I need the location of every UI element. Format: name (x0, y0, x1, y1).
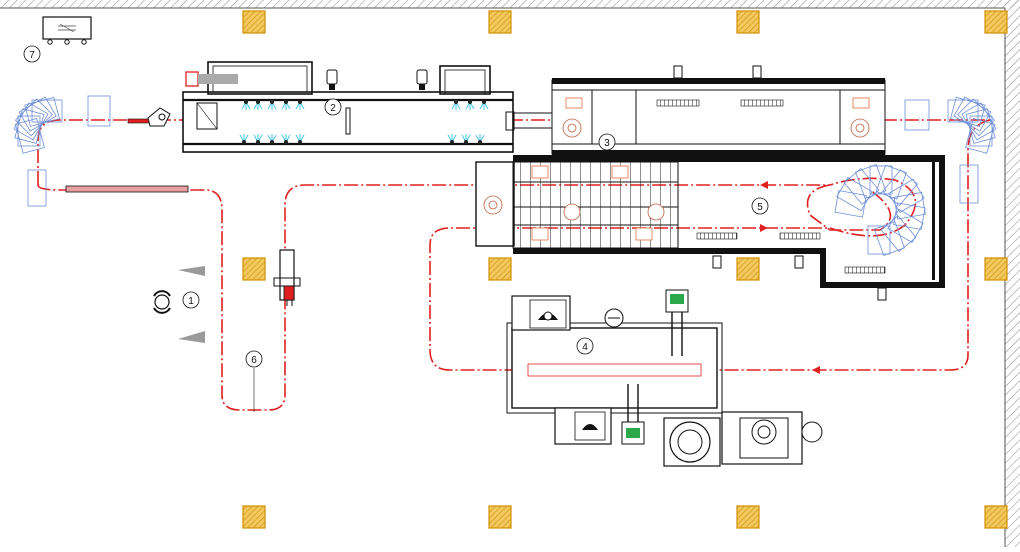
motor-icon (712, 255, 887, 301)
structural-columns (242, 10, 1008, 529)
spray-nozzle (253, 100, 263, 110)
spray-nozzle (295, 134, 305, 144)
structural-column (242, 10, 266, 34)
station-label-4: 4 (576, 337, 594, 355)
motor-icon (326, 69, 428, 90)
station-label-2: 2 (324, 98, 342, 116)
operator-figure (153, 266, 205, 343)
station-number: 5 (757, 202, 763, 213)
station-6-lift-unit (273, 249, 301, 306)
spray-nozzle (295, 100, 305, 110)
conveyor-sweep-right (904, 96, 997, 204)
conveyor-sweep-left (13, 95, 111, 207)
fan-icon (531, 165, 665, 241)
spray-nozzle (475, 134, 485, 144)
spray-nozzle (479, 100, 489, 110)
station-number: 3 (604, 138, 610, 149)
station-4-powder-booth (506, 289, 723, 445)
structural-column (736, 10, 760, 34)
station-number: 7 (29, 50, 35, 61)
structural-column (488, 505, 512, 529)
station-2-pretreatment-tunnel (182, 61, 515, 153)
structural-column (242, 505, 266, 529)
structural-column (984, 505, 1008, 529)
station-label-3: 3 (598, 133, 616, 151)
spray-nozzle-row (241, 100, 489, 110)
structural-column (736, 505, 760, 529)
station-label-1: 1 (182, 291, 200, 309)
motor-icon (673, 65, 762, 79)
structural-column (488, 10, 512, 34)
structural-column (984, 257, 1008, 281)
conveyor-path (37, 119, 991, 411)
station-number: 1 (188, 296, 194, 307)
spray-nozzle (239, 134, 249, 144)
station-label-7: 7 (23, 45, 41, 63)
spray-nozzle (281, 100, 291, 110)
structural-column (242, 257, 266, 281)
structural-column (984, 10, 1008, 34)
spray-nozzle (465, 100, 475, 110)
spray-nozzle-row (239, 134, 485, 144)
fan-icon (483, 195, 503, 215)
station-label-6: 6 (245, 350, 263, 412)
spray-nozzle (461, 134, 471, 144)
loading-conveyor (65, 107, 189, 193)
spray-nozzle (451, 100, 461, 110)
spray-nozzle (267, 134, 277, 144)
spray-nozzle (447, 134, 457, 144)
station-label-5: 5 (751, 197, 769, 215)
spray-nozzle (267, 100, 277, 110)
station-number: 4 (582, 342, 588, 353)
spray-nozzle (241, 100, 251, 110)
structural-column (736, 257, 760, 281)
conveyor-sweep-uturn (834, 164, 926, 256)
sprayer-icon (621, 289, 689, 445)
fan-icon (562, 97, 870, 138)
spray-nozzle (253, 134, 263, 144)
station-number: 2 (330, 103, 336, 114)
motor-icon (604, 308, 624, 328)
powder-recovery-unit (663, 411, 823, 467)
station-7-unit (42, 16, 92, 45)
station-number: 6 (251, 355, 257, 366)
station-5-cure-oven (475, 155, 945, 301)
structural-column (488, 257, 512, 281)
spray-nozzle (281, 134, 291, 144)
